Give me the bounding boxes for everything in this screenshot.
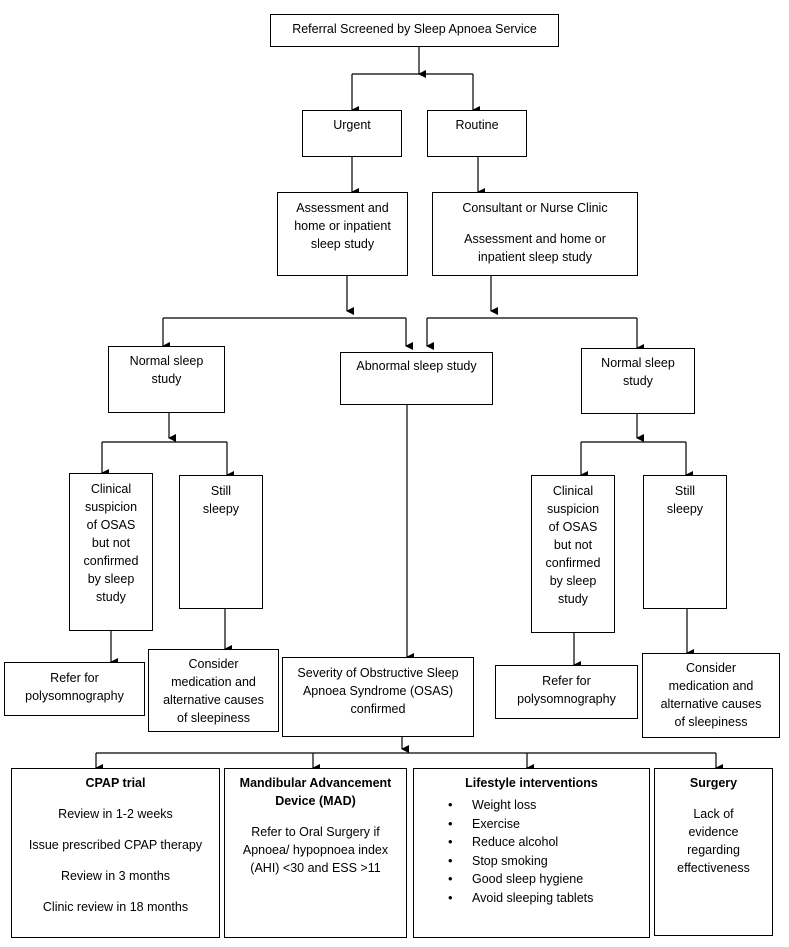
text-line: by sleep: [549, 574, 597, 588]
text-line: alternative causes: [660, 697, 762, 711]
node-refer-left: Refer for polysomnography: [4, 662, 145, 716]
text-line: of sleepiness: [674, 715, 748, 729]
text-line: Still: [674, 484, 696, 498]
text-line: of OSAS: [86, 518, 136, 532]
text-line: sleepy: [202, 502, 240, 516]
text-line: Clinical: [90, 482, 132, 496]
text-line: Still: [210, 484, 232, 498]
text-line: but not: [553, 538, 593, 552]
text-line: suspicion: [84, 500, 138, 514]
text-line: Consider: [188, 657, 239, 671]
text-line: of sleepiness: [177, 711, 250, 725]
treatment-cpap: CPAP trial Review in 1-2 weeks Issue pre…: [11, 768, 220, 938]
text-line: inpatient sleep study: [478, 250, 592, 264]
node-normal-left: Normal sleep study: [108, 346, 225, 413]
text-line: home or inpatient: [294, 219, 391, 233]
mad-body: Refer to Oral Surgery if: [251, 825, 380, 839]
text-line: polysomnography: [25, 689, 124, 703]
list-item: Good sleep hygiene: [448, 870, 649, 889]
text-line: Refer for: [50, 671, 99, 685]
mad-title: Mandibular Advancement: [239, 776, 392, 790]
cpap-item: Clinic review in 18 months: [42, 900, 189, 914]
node-still-sleepy-right: Still sleepy: [643, 475, 727, 609]
text-line: Clinical: [552, 484, 594, 498]
node-consider-right: Consider medication and alternative caus…: [642, 653, 780, 738]
surgery-body: effectiveness: [677, 861, 750, 875]
node-referral-label: Referral Screened by Sleep Apnoea Servic…: [292, 22, 537, 36]
text-line: Apnoea Syndrome (OSAS): [302, 684, 454, 698]
node-assessment-left: Assessment and home or inpatient sleep s…: [277, 192, 408, 276]
mad-body: Apnoea/ hypopnoea index: [242, 843, 389, 857]
node-clinic-right: Consultant or Nurse Clinic Assessment an…: [432, 192, 638, 276]
node-routine-label: Routine: [455, 118, 499, 132]
node-refer-right: Refer for polysomnography: [495, 665, 638, 719]
mad-body: (AHI) <30 and ESS >11: [250, 861, 381, 875]
cpap-title: CPAP trial: [85, 776, 146, 790]
text-line: of OSAS: [548, 520, 598, 534]
node-urgent: Urgent: [302, 110, 402, 157]
treatment-lifestyle: Lifestyle interventions Weight loss Exer…: [413, 768, 650, 938]
node-clinical-suspicion-right: Clinical suspicion of OSAS but not confi…: [531, 475, 615, 633]
text-line: alternative causes: [163, 693, 264, 707]
surgery-body: evidence: [688, 825, 739, 839]
text-line: medication and: [171, 675, 256, 689]
text-line: Severity of Obstructive Sleep: [297, 666, 459, 680]
text-line: Normal sleep: [129, 354, 204, 368]
list-item: Reduce alcohol: [448, 833, 649, 852]
text-line: sleep study: [310, 237, 375, 251]
node-clinical-suspicion-left: Clinical suspicion of OSAS but not confi…: [69, 473, 153, 631]
text-line: medication and: [668, 679, 754, 693]
text-line: study: [558, 592, 588, 606]
text-line: Normal sleep: [601, 356, 675, 370]
node-normal-right: Normal sleep study: [581, 348, 695, 414]
text-line: Assessment and home or: [464, 232, 606, 246]
node-abnormal: Abnormal sleep study: [340, 352, 493, 405]
surgery-body: regarding: [687, 843, 740, 857]
node-consider-left: Consider medication and alternative caus…: [148, 649, 279, 732]
cpap-item: Review in 3 months: [60, 869, 171, 883]
lifestyle-title: Lifestyle interventions: [465, 776, 598, 790]
text-line: Consultant or Nurse Clinic: [462, 201, 608, 215]
text-line: by sleep: [87, 572, 135, 586]
text-line: confirmed: [545, 556, 601, 570]
text-line: Consider: [685, 661, 737, 675]
text-line: suspicion: [546, 502, 600, 516]
text-line: polysomnography: [517, 692, 616, 706]
text-line: Refer for: [542, 674, 591, 688]
text-line: study: [96, 590, 126, 604]
treatment-surgery: Surgery Lack of evidence regarding effec…: [654, 768, 773, 936]
cpap-item: Review in 1-2 weeks: [58, 807, 173, 821]
text-line: sleepy: [666, 502, 704, 516]
node-abnormal-label: Abnormal sleep study: [356, 359, 477, 373]
list-item: Exercise: [448, 815, 649, 834]
list-item: Stop smoking: [448, 852, 649, 871]
surgery-title: Surgery: [689, 776, 738, 790]
node-urgent-label: Urgent: [333, 118, 371, 132]
list-item: Avoid sleeping tablets: [448, 889, 649, 908]
node-routine: Routine: [427, 110, 527, 157]
mad-title: Device (MAD): [275, 794, 356, 808]
text-line: confirmed: [350, 702, 406, 716]
cpap-item: Issue prescribed CPAP therapy: [28, 838, 203, 852]
text-line: but not: [91, 536, 131, 550]
text-line: study: [623, 374, 653, 388]
lifestyle-list: Weight loss Exercise Reduce alcohol Stop…: [414, 796, 649, 907]
text-line: confirmed: [83, 554, 139, 568]
node-still-sleepy-left: Still sleepy: [179, 475, 263, 609]
list-item: Weight loss: [448, 796, 649, 815]
node-referral: Referral Screened by Sleep Apnoea Servic…: [270, 14, 559, 47]
text-line: Assessment and: [296, 201, 389, 215]
node-severity: Severity of Obstructive Sleep Apnoea Syn…: [282, 657, 474, 737]
surgery-body: Lack of: [693, 807, 734, 821]
treatment-mad: Mandibular Advancement Device (MAD) Refe…: [224, 768, 407, 938]
text-line: study: [151, 372, 182, 386]
